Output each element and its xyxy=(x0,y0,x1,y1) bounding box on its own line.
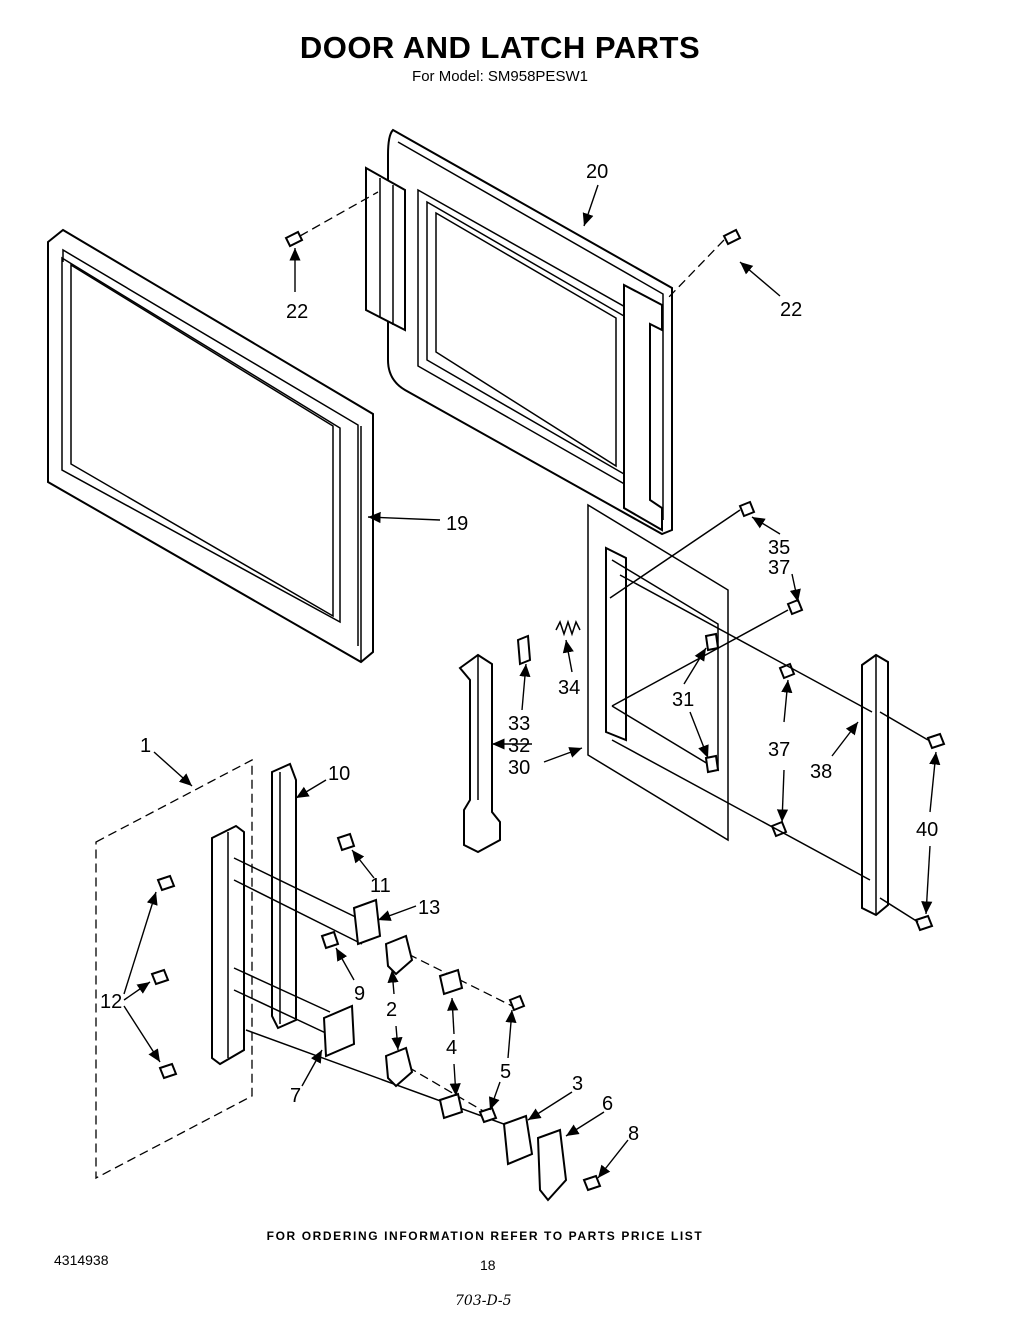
callout-9: 9 xyxy=(354,983,365,1005)
callout-5: 5 xyxy=(500,1061,511,1083)
mounting-plate-1 xyxy=(95,758,253,1180)
plate-7 xyxy=(322,1004,356,1058)
screw-22-left xyxy=(284,191,379,248)
handle-32 xyxy=(458,653,501,854)
latch-bracket xyxy=(211,824,245,1066)
screws-5-8-9-11-12 xyxy=(150,832,602,1192)
callout-4: 4 xyxy=(446,1037,457,1059)
door-panel-20 xyxy=(365,128,673,536)
model-subtitle: For Model: SM958PESW1 xyxy=(412,68,588,85)
callout-12: 12 xyxy=(100,991,122,1013)
callout-22-left: 22 xyxy=(286,301,308,323)
callout-20: 20 xyxy=(586,161,608,183)
leader-lines xyxy=(123,184,941,1179)
callout-37-bottom: 37 xyxy=(768,739,790,761)
switch-bracket-6 xyxy=(536,1128,568,1202)
callout-13: 13 xyxy=(418,897,440,919)
callout-37-top: 37 xyxy=(768,557,790,579)
actuator-4 xyxy=(438,968,464,1120)
door-frame-19 xyxy=(47,228,374,664)
latch-arm-10 xyxy=(271,762,297,1030)
callout-10: 10 xyxy=(328,763,350,785)
callout-7: 7 xyxy=(290,1085,301,1107)
screw-22-right xyxy=(667,228,742,299)
callout-1: 1 xyxy=(140,735,151,757)
latch-plate-30 xyxy=(587,503,729,842)
page-title: DOOR AND LATCH PARTS xyxy=(299,30,701,65)
document-number: 4314938 xyxy=(54,1252,109,1268)
ordering-info-note: FOR ORDERING INFORMATION REFER TO PARTS … xyxy=(266,1229,704,1243)
handwritten-note: 703-D-5 xyxy=(455,1293,512,1309)
callout-2: 2 xyxy=(386,999,397,1021)
callout-38: 38 xyxy=(810,761,832,783)
callout-35: 35 xyxy=(768,537,790,559)
callout-30: 30 xyxy=(508,757,530,779)
callout-33: 33 xyxy=(508,713,530,735)
latch-cam-2 xyxy=(384,934,414,1088)
callout-40: 40 xyxy=(916,819,938,841)
callout-labels: 20 22 22 19 35 37 34 31 33 32 30 37 38 4… xyxy=(100,161,938,1145)
spacer-31 xyxy=(704,632,720,774)
switch-13 xyxy=(352,898,382,946)
callout-19: 19 xyxy=(446,513,468,535)
callout-34: 34 xyxy=(558,677,580,699)
callout-8: 8 xyxy=(628,1123,639,1145)
trim-strip-38 xyxy=(861,653,889,917)
callout-32: 32 xyxy=(508,735,530,757)
callout-11: 11 xyxy=(370,875,391,897)
latch-spring-34 xyxy=(555,619,581,637)
callout-31: 31 xyxy=(672,689,694,711)
latch-block-33 xyxy=(516,634,532,666)
callout-22-right: 22 xyxy=(780,299,802,321)
page-number: 18 xyxy=(480,1257,496,1273)
switch-3 xyxy=(502,1114,534,1166)
callout-6: 6 xyxy=(602,1093,613,1115)
callout-3: 3 xyxy=(572,1073,583,1095)
